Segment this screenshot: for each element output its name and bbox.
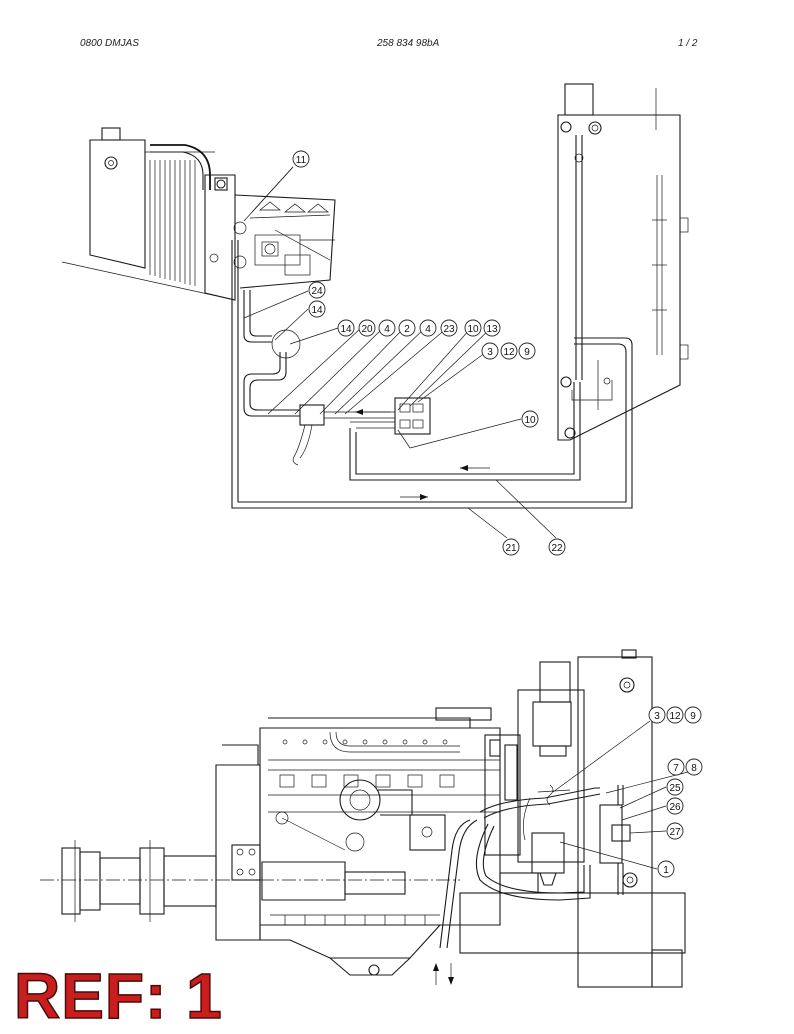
svg-text:25: 25 xyxy=(669,783,681,794)
svg-text:10: 10 xyxy=(467,324,479,335)
svg-text:3: 3 xyxy=(487,347,493,358)
callout-21: 21 xyxy=(502,538,520,556)
callout-10b: 10 xyxy=(521,410,539,428)
callout-23: 23 xyxy=(440,319,458,337)
callout-4b: 4 xyxy=(419,319,437,337)
svg-text:14: 14 xyxy=(311,305,323,316)
svg-text:14: 14 xyxy=(340,324,352,335)
ref-label: REF: 1 xyxy=(13,960,223,1032)
callout-20: 20 xyxy=(358,319,376,337)
callout-9-bottom: 9 xyxy=(684,706,702,724)
top-fuel-tank xyxy=(557,83,689,441)
callout-25: 25 xyxy=(666,778,684,796)
callout-12: 12 xyxy=(500,342,518,360)
svg-text:27: 27 xyxy=(669,827,681,838)
svg-text:26: 26 xyxy=(669,802,681,813)
svg-text:23: 23 xyxy=(443,324,455,335)
callout-14: 14 xyxy=(308,300,326,318)
part-number: 258 834 98bA xyxy=(377,38,440,49)
callout-27: 27 xyxy=(666,822,684,840)
callout-3: 3 xyxy=(481,342,499,360)
callout-26: 26 xyxy=(666,797,684,815)
callout-11: 11 xyxy=(292,150,310,168)
callout-22: 22 xyxy=(548,538,566,556)
svg-text:3: 3 xyxy=(654,711,660,722)
callout-14b: 14 xyxy=(337,319,355,337)
bottom-fuel-tank xyxy=(517,649,683,988)
bottom-fuel-lines xyxy=(433,784,601,985)
svg-text:10: 10 xyxy=(524,415,536,426)
page-number: 1 / 2 xyxy=(678,38,698,49)
bottom-engine-view xyxy=(40,707,686,976)
callout-8: 8 xyxy=(685,758,703,776)
top-engine-view xyxy=(61,127,336,301)
svg-text:24: 24 xyxy=(311,286,323,297)
callout-1: 1 xyxy=(657,860,675,878)
top-leader-lines xyxy=(243,166,557,539)
callout-13: 13 xyxy=(483,319,501,337)
svg-text:7: 7 xyxy=(673,763,679,774)
callout-9: 9 xyxy=(518,342,536,360)
svg-text:9: 9 xyxy=(690,711,696,722)
svg-text:12: 12 xyxy=(503,347,515,358)
svg-text:22: 22 xyxy=(551,543,563,554)
svg-text:4: 4 xyxy=(425,324,431,335)
svg-text:12: 12 xyxy=(669,711,681,722)
top-fuel-lines xyxy=(231,240,633,509)
svg-text:9: 9 xyxy=(524,347,530,358)
callout-3-bottom: 3 xyxy=(648,706,666,724)
svg-text:11: 11 xyxy=(296,155,307,166)
svg-text:4: 4 xyxy=(384,324,390,335)
svg-text:13: 13 xyxy=(486,324,498,335)
bottom-leader-lines xyxy=(552,720,689,870)
svg-text:20: 20 xyxy=(361,324,373,335)
svg-text:2: 2 xyxy=(404,324,410,335)
document-code: 0800 DMJAS xyxy=(80,38,139,49)
svg-text:1: 1 xyxy=(663,865,669,876)
callout-4: 4 xyxy=(378,319,396,337)
callout-12-bottom: 12 xyxy=(666,706,684,724)
callout-24: 24 xyxy=(308,281,326,299)
callout-2: 2 xyxy=(398,319,416,337)
callout-10: 10 xyxy=(464,319,482,337)
svg-text:21: 21 xyxy=(505,543,517,554)
svg-text:8: 8 xyxy=(691,763,697,774)
callout-7: 7 xyxy=(667,758,685,776)
